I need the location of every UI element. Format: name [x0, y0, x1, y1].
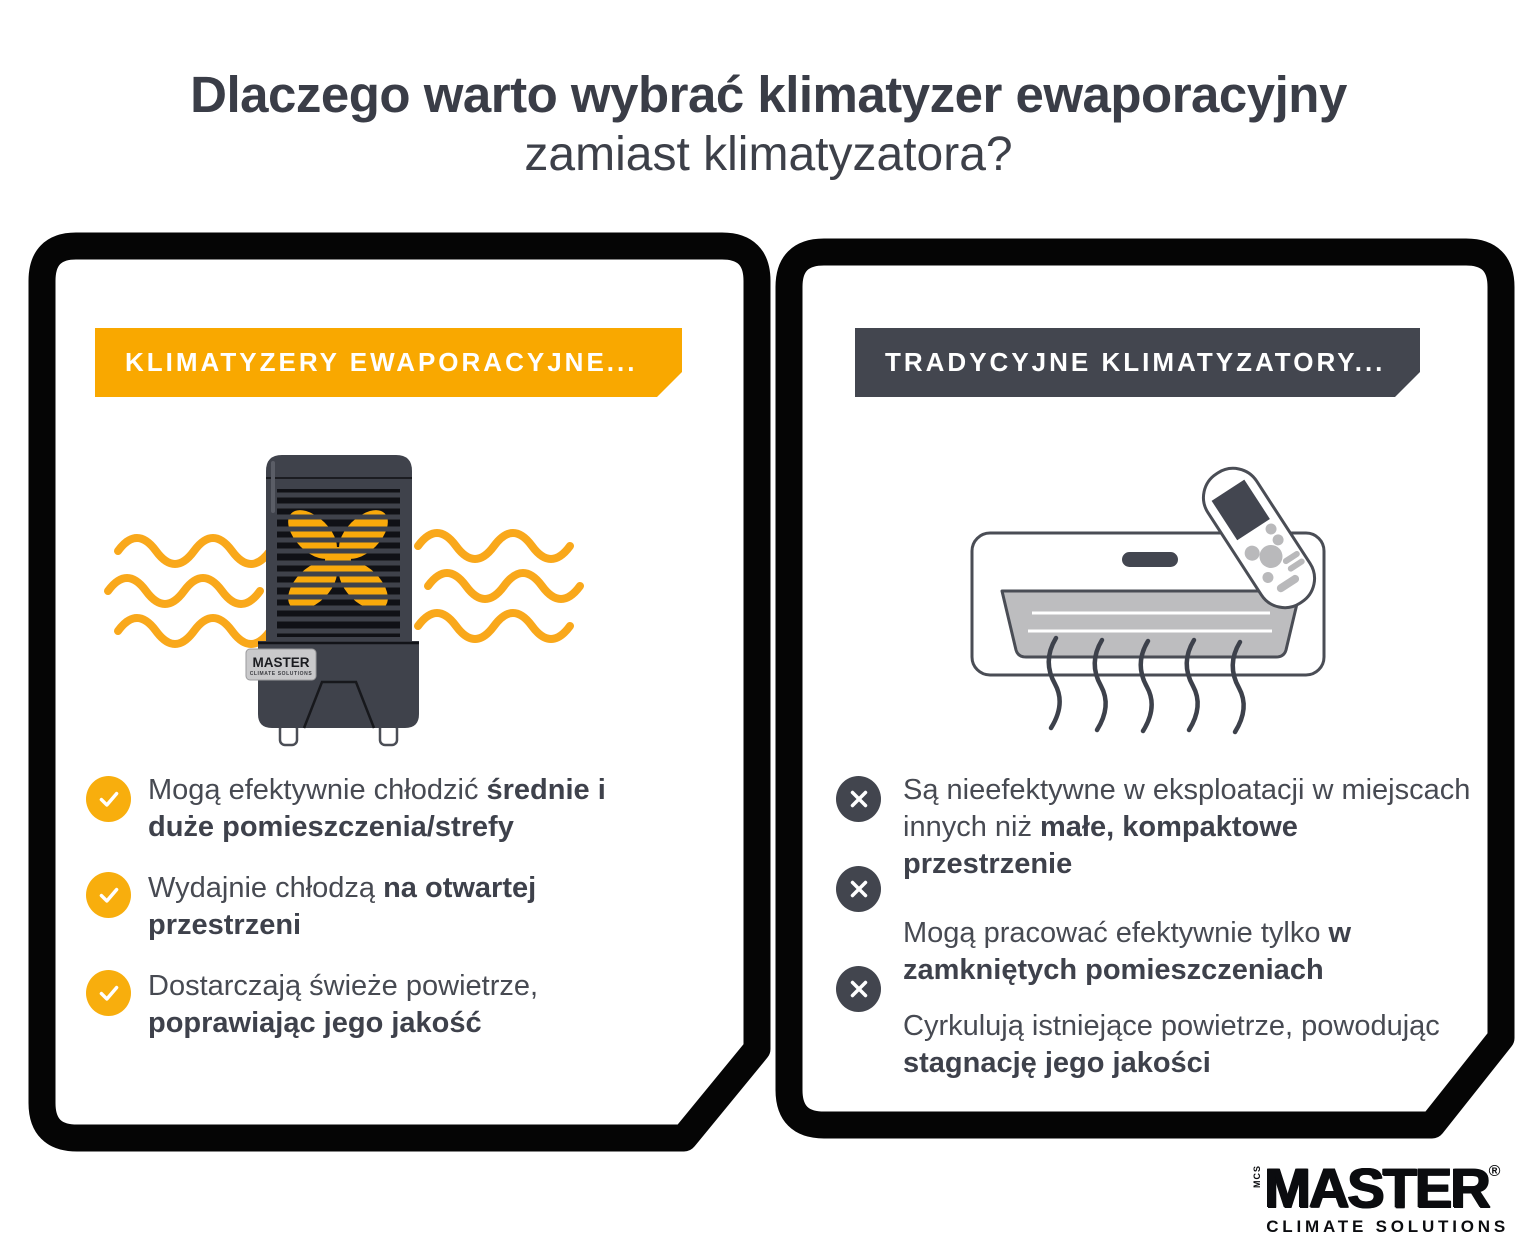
ac-airflow-lines: [1046, 635, 1246, 735]
right-card-header-label: TRADYCYJNE KLIMATYZATORY...: [885, 347, 1386, 377]
left-card-header-label: KLIMATYZERY EWAPORACYJNE...: [125, 347, 638, 377]
remote-control: [1201, 466, 1317, 610]
page-title: Dlaczego warto wybrać klimatyzer ewapora…: [0, 64, 1537, 184]
list-item-text: Cyrkulują istniejące powietrze, powodują…: [903, 1010, 1440, 1079]
ac-display-pill: [1122, 552, 1178, 567]
x-icon: [836, 776, 881, 822]
logo-brand-word: MASTER: [1264, 1156, 1490, 1219]
list-item-text: Dostarczają świeże powietrze,poprawiając…: [148, 970, 539, 1039]
check-icon: [86, 872, 131, 918]
right-card-header-banner: TRADYCYJNE KLIMATYZATORY...: [855, 328, 1420, 397]
air-wave-lines-left: [104, 534, 274, 648]
cooler-feet: [278, 722, 399, 747]
check-icon: [86, 776, 131, 822]
page-title-line1: Dlaczego warto wybrać klimatyzer ewapora…: [190, 66, 1347, 123]
badge-sub-text: CLIMATE SOLUTIONS: [250, 671, 313, 677]
evaporative-cooler-illustration: MASTER CLIMATE SOLUTIONS: [104, 455, 584, 747]
grille-slats: [277, 492, 400, 634]
right-card-outline: [775, 238, 1515, 1139]
remote-screen: [1211, 479, 1270, 541]
registered-mark: ®: [1488, 1163, 1501, 1180]
air-conditioner-illustration: [970, 466, 1326, 735]
page-title-line2: zamiast klimatyzatora?: [524, 128, 1013, 181]
master-logo: MCS MASTER® CLIMATE SOLUTIONS: [1250, 1160, 1509, 1237]
x-icon: [836, 966, 881, 1012]
cooler-brand-badge: MASTER CLIMATE SOLUTIONS: [245, 648, 317, 681]
logo-subtitle-text: CLIMATE SOLUTIONS: [1266, 1217, 1509, 1236]
ac-vent: [1000, 589, 1302, 659]
logo-brand-text: MASTER®: [1250, 1160, 1509, 1216]
ac-vent-louvers: [1028, 611, 1272, 633]
check-icon: [86, 970, 131, 1016]
x-icon: [836, 866, 881, 912]
list-item-text: Są nieefektywne w eksploatacji w miejsca…: [903, 774, 1471, 880]
left-card-header-banner: KLIMATYZERY EWAPORACYJNE...: [95, 328, 682, 397]
cooler-highlight: [271, 461, 275, 513]
cooler-panel-seams: [302, 680, 376, 729]
badge-brand-text: MASTER: [253, 655, 310, 670]
remote-buttons: [1244, 523, 1305, 593]
air-wave-lines-right: [414, 529, 584, 643]
